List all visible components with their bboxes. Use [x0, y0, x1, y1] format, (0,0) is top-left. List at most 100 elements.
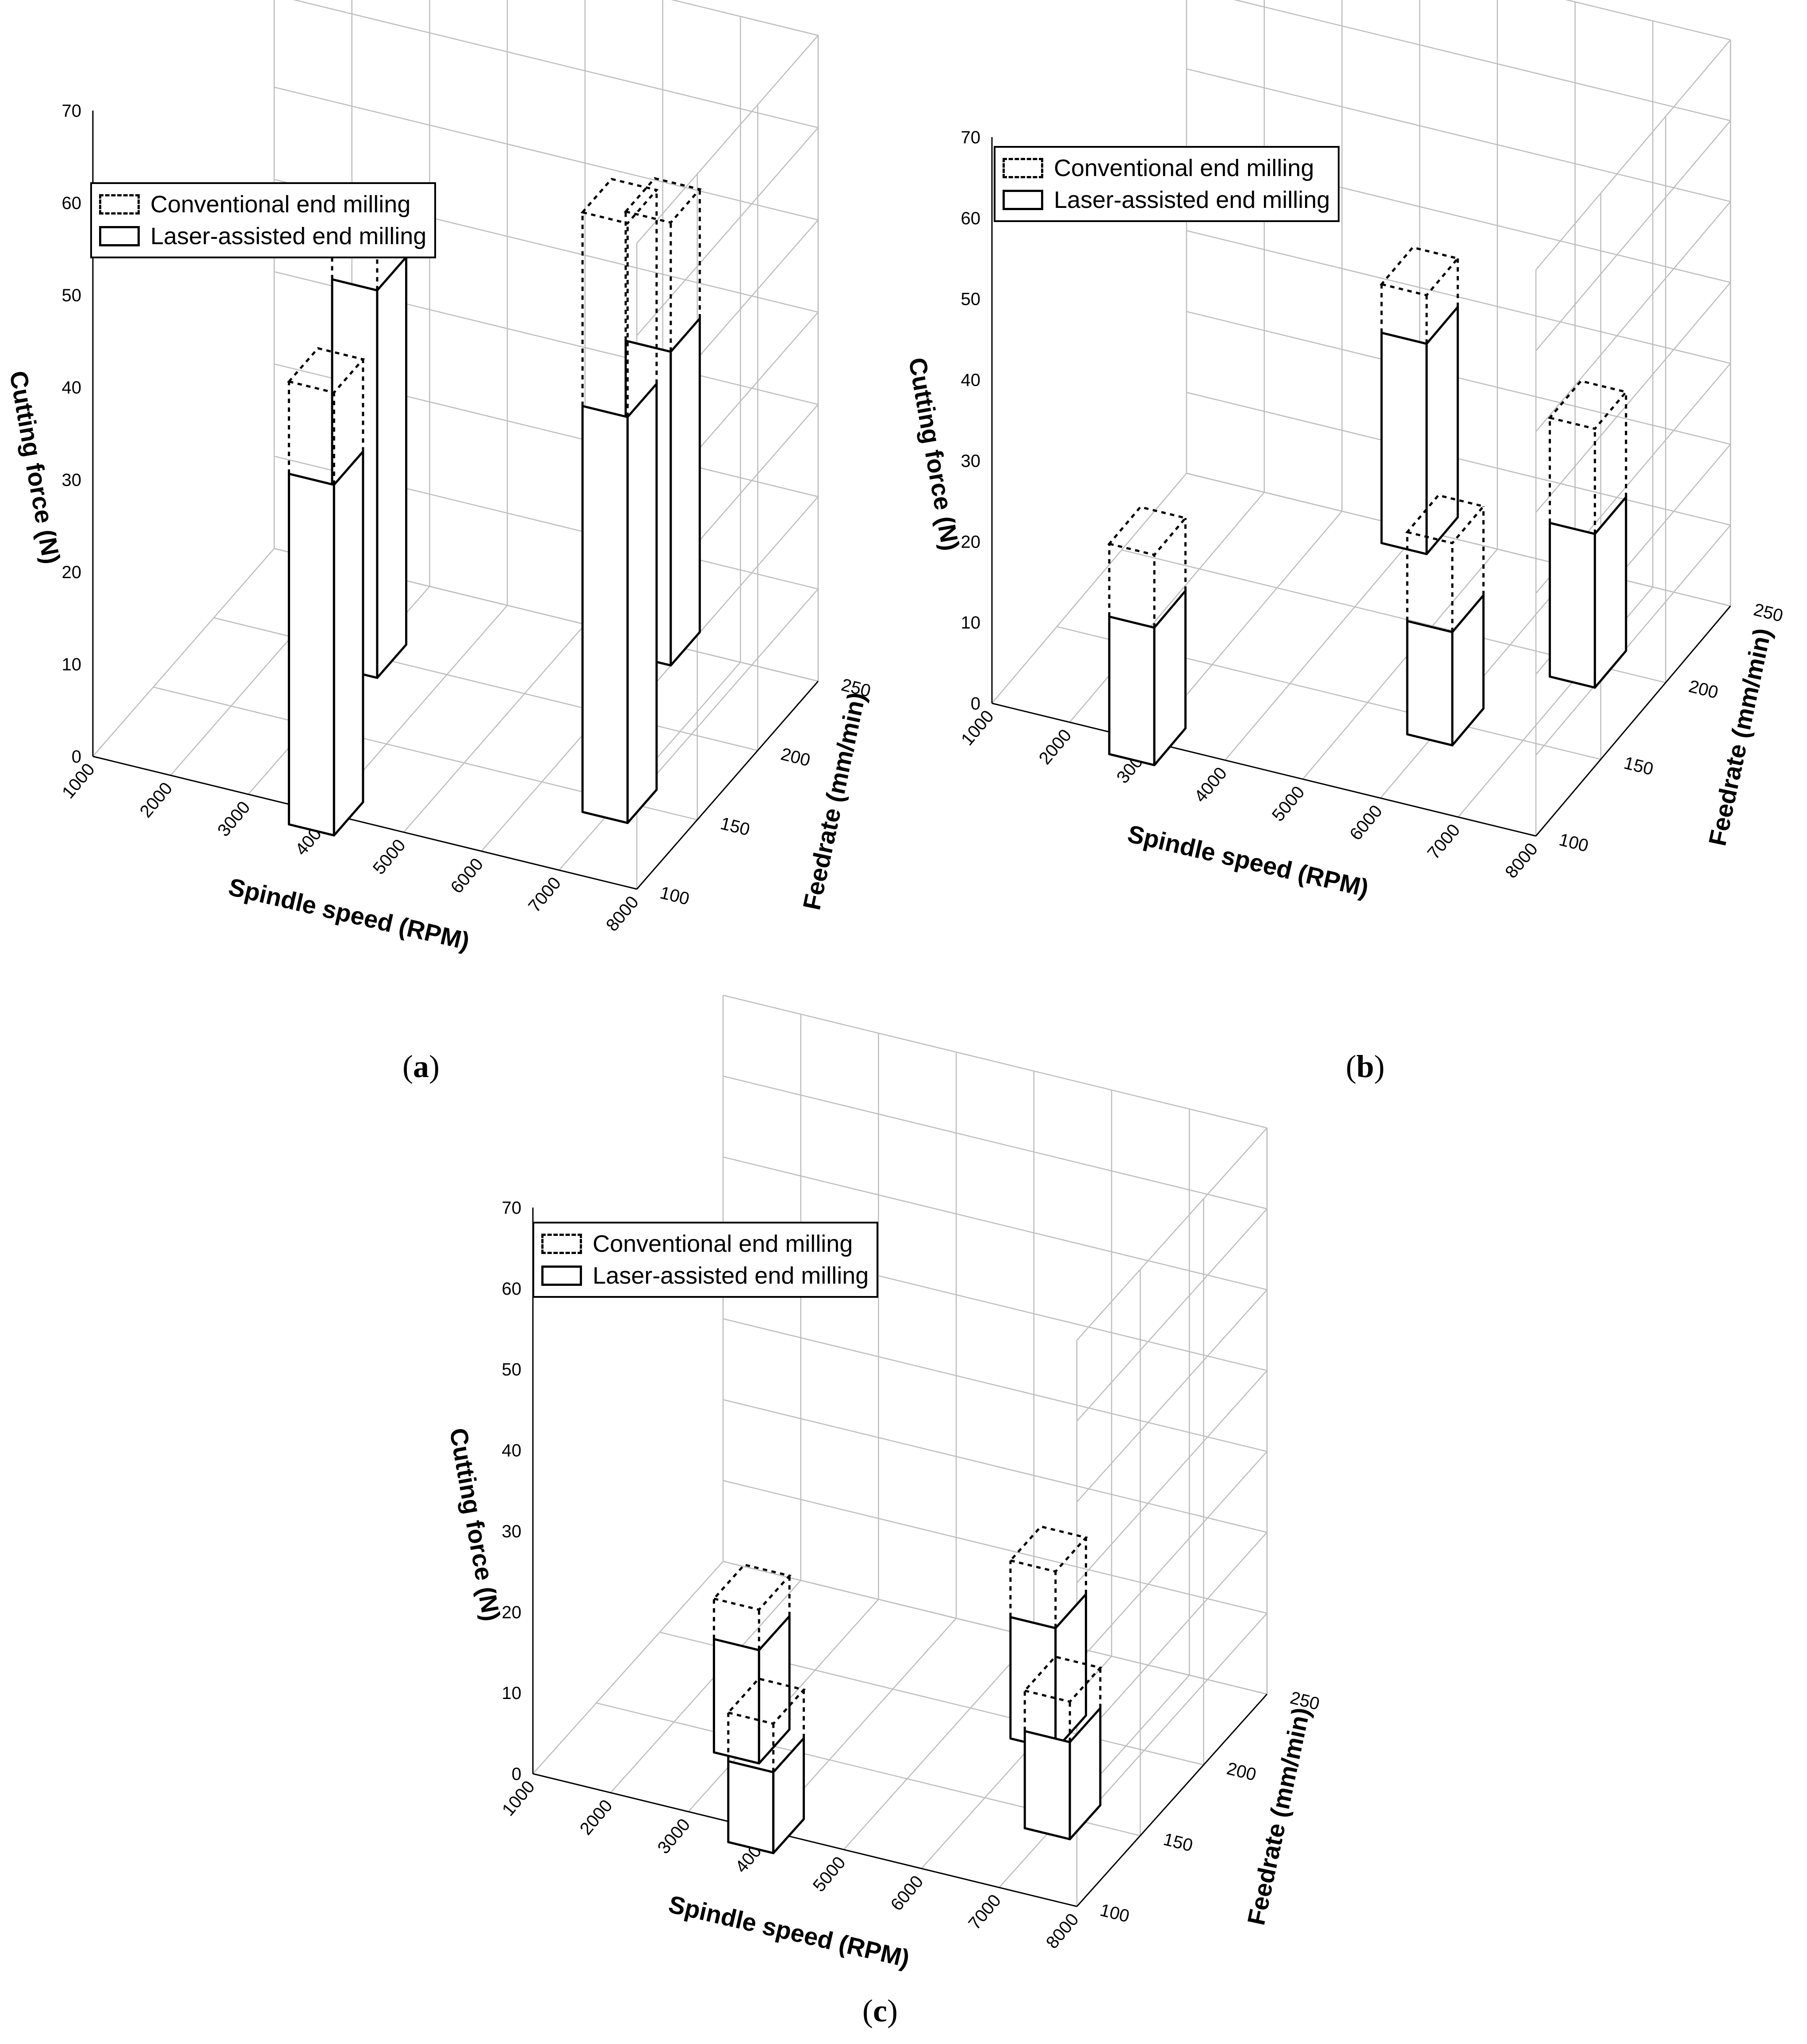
- z-tick-label: 30: [62, 470, 82, 490]
- legend-entry-conventional: Conventional end milling: [99, 188, 426, 220]
- gridline-side-force: [274, 86, 819, 221]
- z-axis-title: Cutting force (N): [904, 356, 965, 553]
- legend-swatch-solid: [99, 226, 140, 246]
- legend-label-laser: Laser-assisted end milling: [1054, 187, 1330, 213]
- y-axis-title: Feedrate (mm/min): [1242, 1705, 1315, 1927]
- x-tick-label: 7000: [1424, 821, 1464, 863]
- x-tick-label: 7000: [965, 1891, 1005, 1933]
- z-tick-label: 10: [502, 1684, 522, 1703]
- z-axis-title: Cutting force (N): [4, 369, 66, 566]
- caption-letter-a: a: [413, 1049, 429, 1084]
- x-tick-label: 3000: [214, 798, 254, 840]
- bar-group: [712, 1563, 792, 1765]
- gridline-back-force: [1535, 201, 1731, 432]
- gridline-side-force: [1233, 0, 1731, 122]
- gridline-side-force: [1565, 0, 1731, 41]
- z-tick-label: 50: [961, 290, 981, 309]
- caption-letter-c: c: [873, 1993, 887, 2029]
- z-tick-label: 30: [502, 1522, 522, 1541]
- bar-laser-front: [1380, 331, 1428, 556]
- bar-conventional-top: [580, 177, 659, 225]
- bar-conventional-top: [726, 1677, 806, 1725]
- bar-group: [726, 1677, 806, 1854]
- legend-swatch-dashed: [99, 194, 140, 215]
- legend-label-conventional: Conventional end milling: [150, 191, 411, 218]
- z-tick-label: 40: [502, 1441, 522, 1461]
- x-tick-label: 2000: [136, 778, 176, 821]
- y-axis-title: Feedrate (mm/min): [1703, 625, 1776, 848]
- z-tick-label: 0: [512, 1764, 521, 1784]
- legend-swatch-dashed: [541, 1234, 582, 1254]
- gridline-floor-speed: [532, 1561, 724, 1774]
- gridline-floor-speed: [1302, 548, 1498, 780]
- gridline-back-force: [1076, 1208, 1267, 1422]
- x-tick-label: 6000: [447, 855, 487, 897]
- y-tick-label: 100: [1557, 830, 1590, 856]
- z-tick-label: 20: [961, 532, 981, 552]
- gridline-side-force: [723, 1156, 1267, 1290]
- x-tick-label: 8000: [1501, 840, 1542, 882]
- x-tick-label: 5000: [1268, 782, 1309, 825]
- z-tick-label: 30: [961, 451, 981, 471]
- bar-conventional-top: [624, 177, 702, 224]
- gridline-back-force: [1535, 39, 1731, 270]
- bar-conventional-top: [712, 1563, 792, 1611]
- y-tick-label: 100: [1098, 1900, 1131, 1926]
- x-tick-label: 5000: [369, 836, 410, 878]
- caption-letter-b: b: [1356, 1049, 1374, 1084]
- bar-laser-side: [626, 383, 658, 825]
- axis-line-feedrate: [1535, 606, 1731, 836]
- z-tick-label: 0: [72, 747, 81, 767]
- gridline-side-force: [1186, 68, 1731, 202]
- axis-line-spindle: [92, 755, 637, 890]
- z-tick-label: 10: [961, 613, 981, 633]
- gridline-side-force: [670, 0, 819, 36]
- y-tick-label: 250: [1752, 600, 1785, 626]
- gridline-back-force: [636, 496, 819, 705]
- z-tick-label: 40: [62, 378, 82, 398]
- gridline-back-force: [636, 588, 819, 798]
- bar-laser-front: [1406, 620, 1454, 747]
- axis-line-feedrate: [636, 681, 819, 890]
- x-tick-label: 8000: [1042, 1910, 1083, 1952]
- legend-entry-laser: Laser-assisted end milling: [99, 220, 426, 252]
- axis-line-spindle: [992, 702, 1536, 837]
- bar-laser-front: [581, 405, 629, 825]
- gridline-side-force: [723, 1480, 1267, 1614]
- gridline-floor-speed: [992, 473, 1187, 704]
- z-tick-label: 60: [62, 194, 82, 213]
- x-tick-label: 6000: [1346, 801, 1386, 844]
- z-tick-label: 50: [502, 1360, 522, 1380]
- gridline-floor-speed: [610, 1580, 801, 1793]
- legend-c: Conventional end milling Laser-assisted …: [532, 1222, 879, 1298]
- gridline-back-force: [1076, 1613, 1267, 1826]
- legend-entry-conventional: Conventional end milling: [541, 1228, 869, 1260]
- bar-group: [1022, 1655, 1103, 1841]
- z-tick-label: 20: [502, 1603, 522, 1622]
- x-tick-label: 2000: [576, 1796, 616, 1838]
- z-tick-label: 10: [62, 655, 82, 674]
- gridline-back-force: [1535, 282, 1731, 513]
- legend-entry-laser: Laser-assisted end milling: [1003, 184, 1330, 216]
- y-tick-label: 200: [1225, 1759, 1258, 1785]
- gridline-back-force: [636, 35, 819, 244]
- y-tick-label: 200: [779, 744, 812, 771]
- x-tick-label: 8000: [602, 893, 643, 935]
- x-tick-label: 1000: [58, 760, 99, 802]
- gridline-side-force: [723, 1399, 1267, 1533]
- bar-group: [1405, 494, 1485, 747]
- bar-laser-side: [772, 1737, 805, 1854]
- bar-group: [1107, 506, 1188, 767]
- x-axis-title: Spindle speed (RPM): [226, 873, 472, 955]
- x-axis-title: Spindle speed (RPM): [1125, 820, 1371, 902]
- caption-c: (c): [862, 1993, 898, 2029]
- bar-laser-side: [333, 450, 364, 837]
- axis-line-feedrate: [1076, 1693, 1268, 1907]
- z-tick-label: 60: [961, 209, 981, 228]
- bar-laser-front: [1548, 522, 1596, 689]
- z-tick-label: 70: [961, 128, 981, 147]
